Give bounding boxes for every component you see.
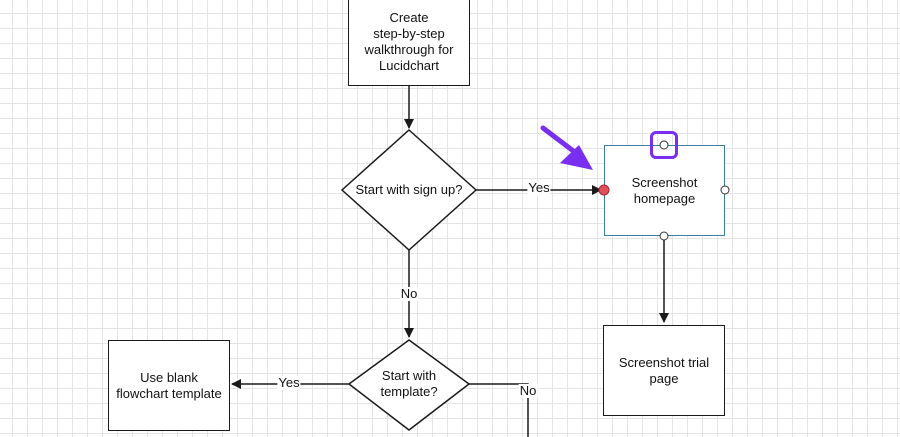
connection-point-top[interactable] xyxy=(659,140,669,150)
decision-start-with-sign-up-shape[interactable] xyxy=(340,128,478,252)
edge-label-template-yes: Yes xyxy=(277,375,301,390)
process-screenshot-trial-page[interactable]: Screenshot trial page xyxy=(603,325,725,416)
connection-point-left-active[interactable] xyxy=(598,184,610,196)
process-screenshot-trial-page-label: Screenshot trial page xyxy=(618,354,710,386)
process-screenshot-homepage-label: Screenshot homepage xyxy=(631,174,698,206)
connection-point-bottom[interactable] xyxy=(659,231,669,241)
edge-label-signup-yes: Yes xyxy=(527,180,551,195)
connection-point-highlight xyxy=(650,131,678,159)
process-use-blank-template-label: Use blank flowchart template xyxy=(116,369,222,401)
edge-label-signup-no: No xyxy=(399,286,419,301)
process-screenshot-homepage[interactable]: Screenshot homepage xyxy=(604,145,725,236)
process-use-blank-template[interactable]: Use blank flowchart template xyxy=(108,340,230,431)
edge-label-template-no: No xyxy=(518,383,538,398)
process-create-walkthrough-label: Create step-by-step walkthrough for Luci… xyxy=(364,10,454,73)
connection-point-right[interactable] xyxy=(720,185,730,195)
decision-start-with-template-shape[interactable] xyxy=(347,339,471,431)
process-create-walkthrough[interactable]: Create step-by-step walkthrough for Luci… xyxy=(348,0,470,86)
pointer-arrow-icon xyxy=(540,125,593,170)
